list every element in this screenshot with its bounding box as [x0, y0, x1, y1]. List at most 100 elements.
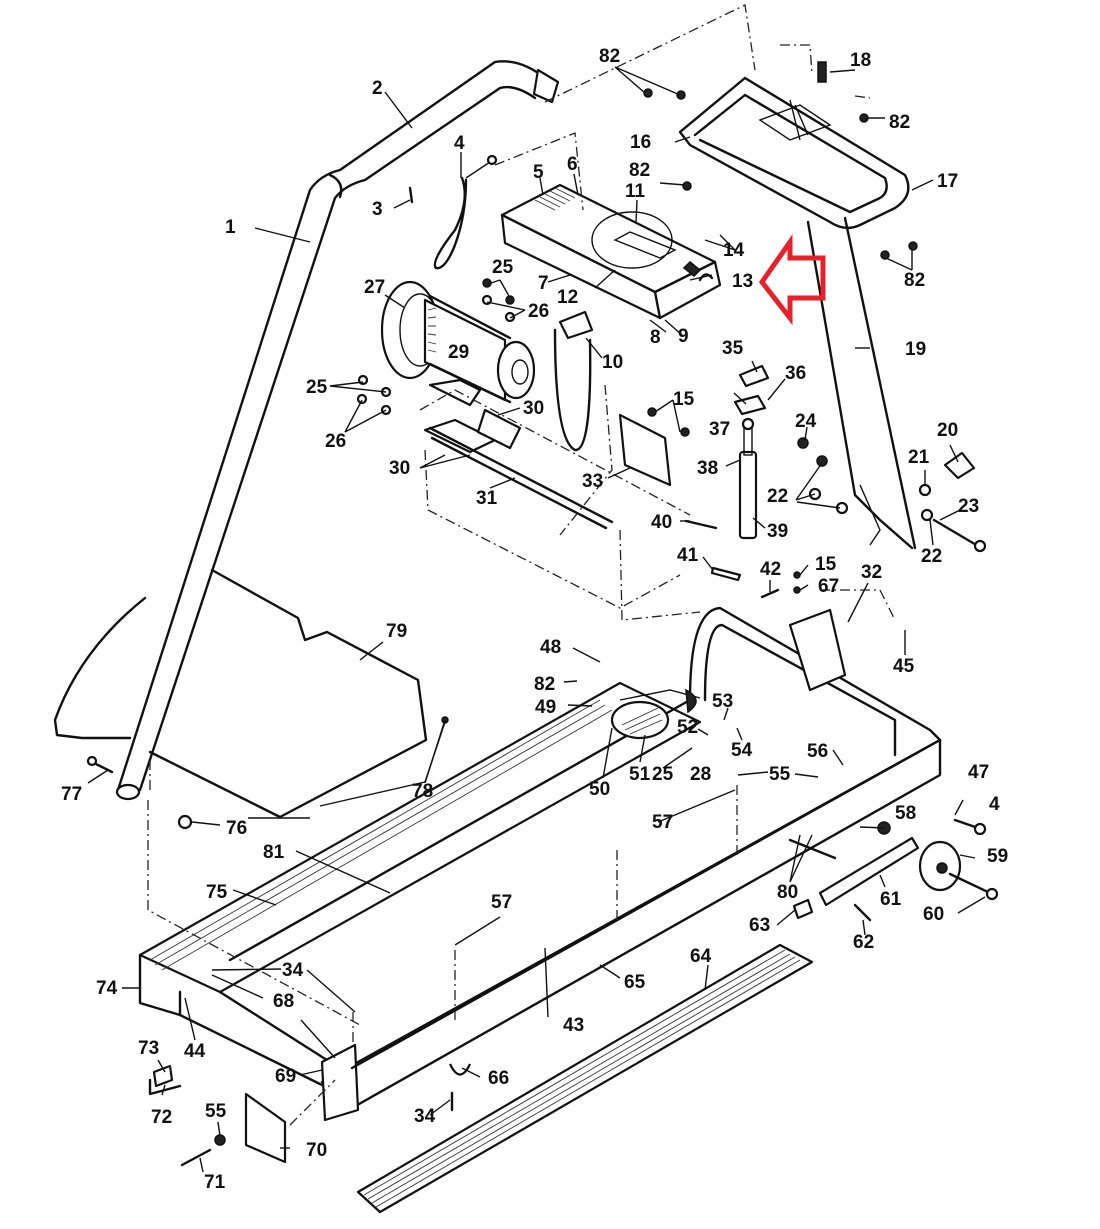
callout-70: 70	[306, 1140, 327, 1161]
callout-31: 31	[476, 488, 498, 509]
part-handrail-tube	[115, 60, 560, 801]
callout-66: 66	[488, 1068, 509, 1089]
callout-11: 11	[625, 181, 646, 202]
callout-25b: 25	[306, 377, 328, 398]
callout-30b: 30	[389, 458, 410, 479]
callout-47: 47	[968, 762, 989, 783]
callout-52: 52	[677, 717, 698, 738]
callout-32: 32	[861, 562, 882, 583]
callout-41: 41	[677, 545, 699, 566]
callout-22: 22	[767, 486, 788, 507]
part-motor-hood	[500, 183, 722, 320]
callout-72: 72	[151, 1107, 172, 1128]
part-console-bracket	[678, 76, 910, 230]
callout-2: 2	[372, 78, 383, 99]
callout-63: 63	[749, 915, 770, 936]
callout-14: 14	[723, 240, 745, 261]
part-motor-mount	[423, 378, 614, 530]
part-bracket-33	[618, 407, 690, 487]
callout-9: 9	[678, 326, 689, 347]
callout-50: 50	[589, 779, 610, 800]
callout-81: 81	[263, 842, 285, 863]
callout-5: 5	[533, 162, 544, 183]
callout-12: 12	[557, 287, 578, 308]
part-safety-key-cord	[433, 154, 498, 270]
callout-51: 51	[629, 764, 651, 785]
callout-35: 35	[722, 338, 744, 359]
callout-57: 57	[652, 812, 673, 833]
callout-61: 61	[880, 889, 902, 910]
callout-1: 1	[225, 217, 236, 238]
callout-labels: 1 2 3 4 5 6 7 8 9 10 11 12 13 14 15 15 1…	[61, 46, 1008, 1193]
callout-42: 42	[760, 559, 781, 580]
callout-48: 48	[540, 637, 561, 658]
callout-23: 23	[958, 496, 979, 517]
callout-21: 21	[908, 447, 930, 468]
part-upright	[806, 216, 917, 550]
callout-22c: 22	[921, 546, 942, 567]
callout-27: 27	[364, 277, 385, 298]
part-side-rail	[356, 943, 814, 1214]
callout-56: 56	[807, 741, 828, 762]
callout-82b: 82	[889, 112, 910, 133]
callout-34b: 34	[414, 1106, 436, 1127]
leader-lines	[87, 66, 986, 1173]
assembly-lines	[147, 4, 896, 1126]
callout-6: 6	[567, 154, 578, 175]
callout-29: 29	[448, 342, 469, 363]
callout-15b: 15	[815, 554, 837, 575]
callout-4b: 4	[989, 794, 1000, 815]
callout-64: 64	[690, 946, 712, 967]
callout-74: 74	[96, 978, 118, 999]
callout-15: 15	[673, 389, 695, 410]
callout-82c: 82	[629, 160, 650, 181]
callout-65: 65	[624, 972, 646, 993]
callout-82: 82	[599, 46, 620, 67]
callout-36: 36	[785, 363, 806, 384]
callout-16: 16	[630, 132, 651, 153]
callout-37: 37	[709, 419, 730, 440]
callout-68: 68	[273, 991, 294, 1012]
callout-62: 62	[853, 932, 874, 953]
callout-18: 18	[850, 50, 871, 71]
part-base-frame	[138, 606, 942, 1122]
callout-25c: 25	[652, 764, 674, 785]
callout-75: 75	[206, 882, 228, 903]
callout-13: 13	[732, 271, 753, 292]
callout-71: 71	[204, 1172, 226, 1193]
part-lift-cylinder	[733, 364, 770, 540]
callout-43: 43	[563, 1015, 584, 1036]
callout-80: 80	[777, 882, 798, 903]
callout-19: 19	[905, 339, 926, 360]
callout-55: 55	[769, 764, 791, 785]
callout-40: 40	[651, 512, 672, 533]
callout-76: 76	[226, 818, 247, 839]
callout-78: 78	[412, 781, 433, 802]
callout-28: 28	[690, 764, 711, 785]
part-hardware	[356, 61, 987, 599]
callout-17: 17	[937, 171, 958, 192]
callout-57b: 57	[491, 892, 512, 913]
callout-3: 3	[372, 199, 383, 220]
callout-33: 33	[582, 471, 603, 492]
callout-55b: 55	[205, 1101, 227, 1122]
callout-82d: 82	[904, 270, 925, 291]
callout-4: 4	[454, 133, 465, 154]
part-motor-shield	[53, 568, 449, 819]
callout-20: 20	[937, 420, 958, 441]
part-rear-crossbar	[788, 818, 999, 922]
callout-44: 44	[184, 1041, 206, 1062]
highlight-arrow-icon	[758, 234, 826, 326]
callout-25: 25	[492, 257, 514, 278]
callout-39: 39	[767, 521, 788, 542]
callout-53: 53	[712, 691, 733, 712]
callout-60: 60	[923, 904, 944, 925]
callout-7: 7	[538, 273, 549, 294]
callout-49: 49	[535, 697, 556, 718]
part-drive-belt	[553, 310, 594, 452]
callout-69: 69	[275, 1066, 296, 1087]
callout-8: 8	[650, 327, 661, 348]
part-end-caps	[86, 755, 471, 1167]
callout-10: 10	[602, 352, 623, 373]
